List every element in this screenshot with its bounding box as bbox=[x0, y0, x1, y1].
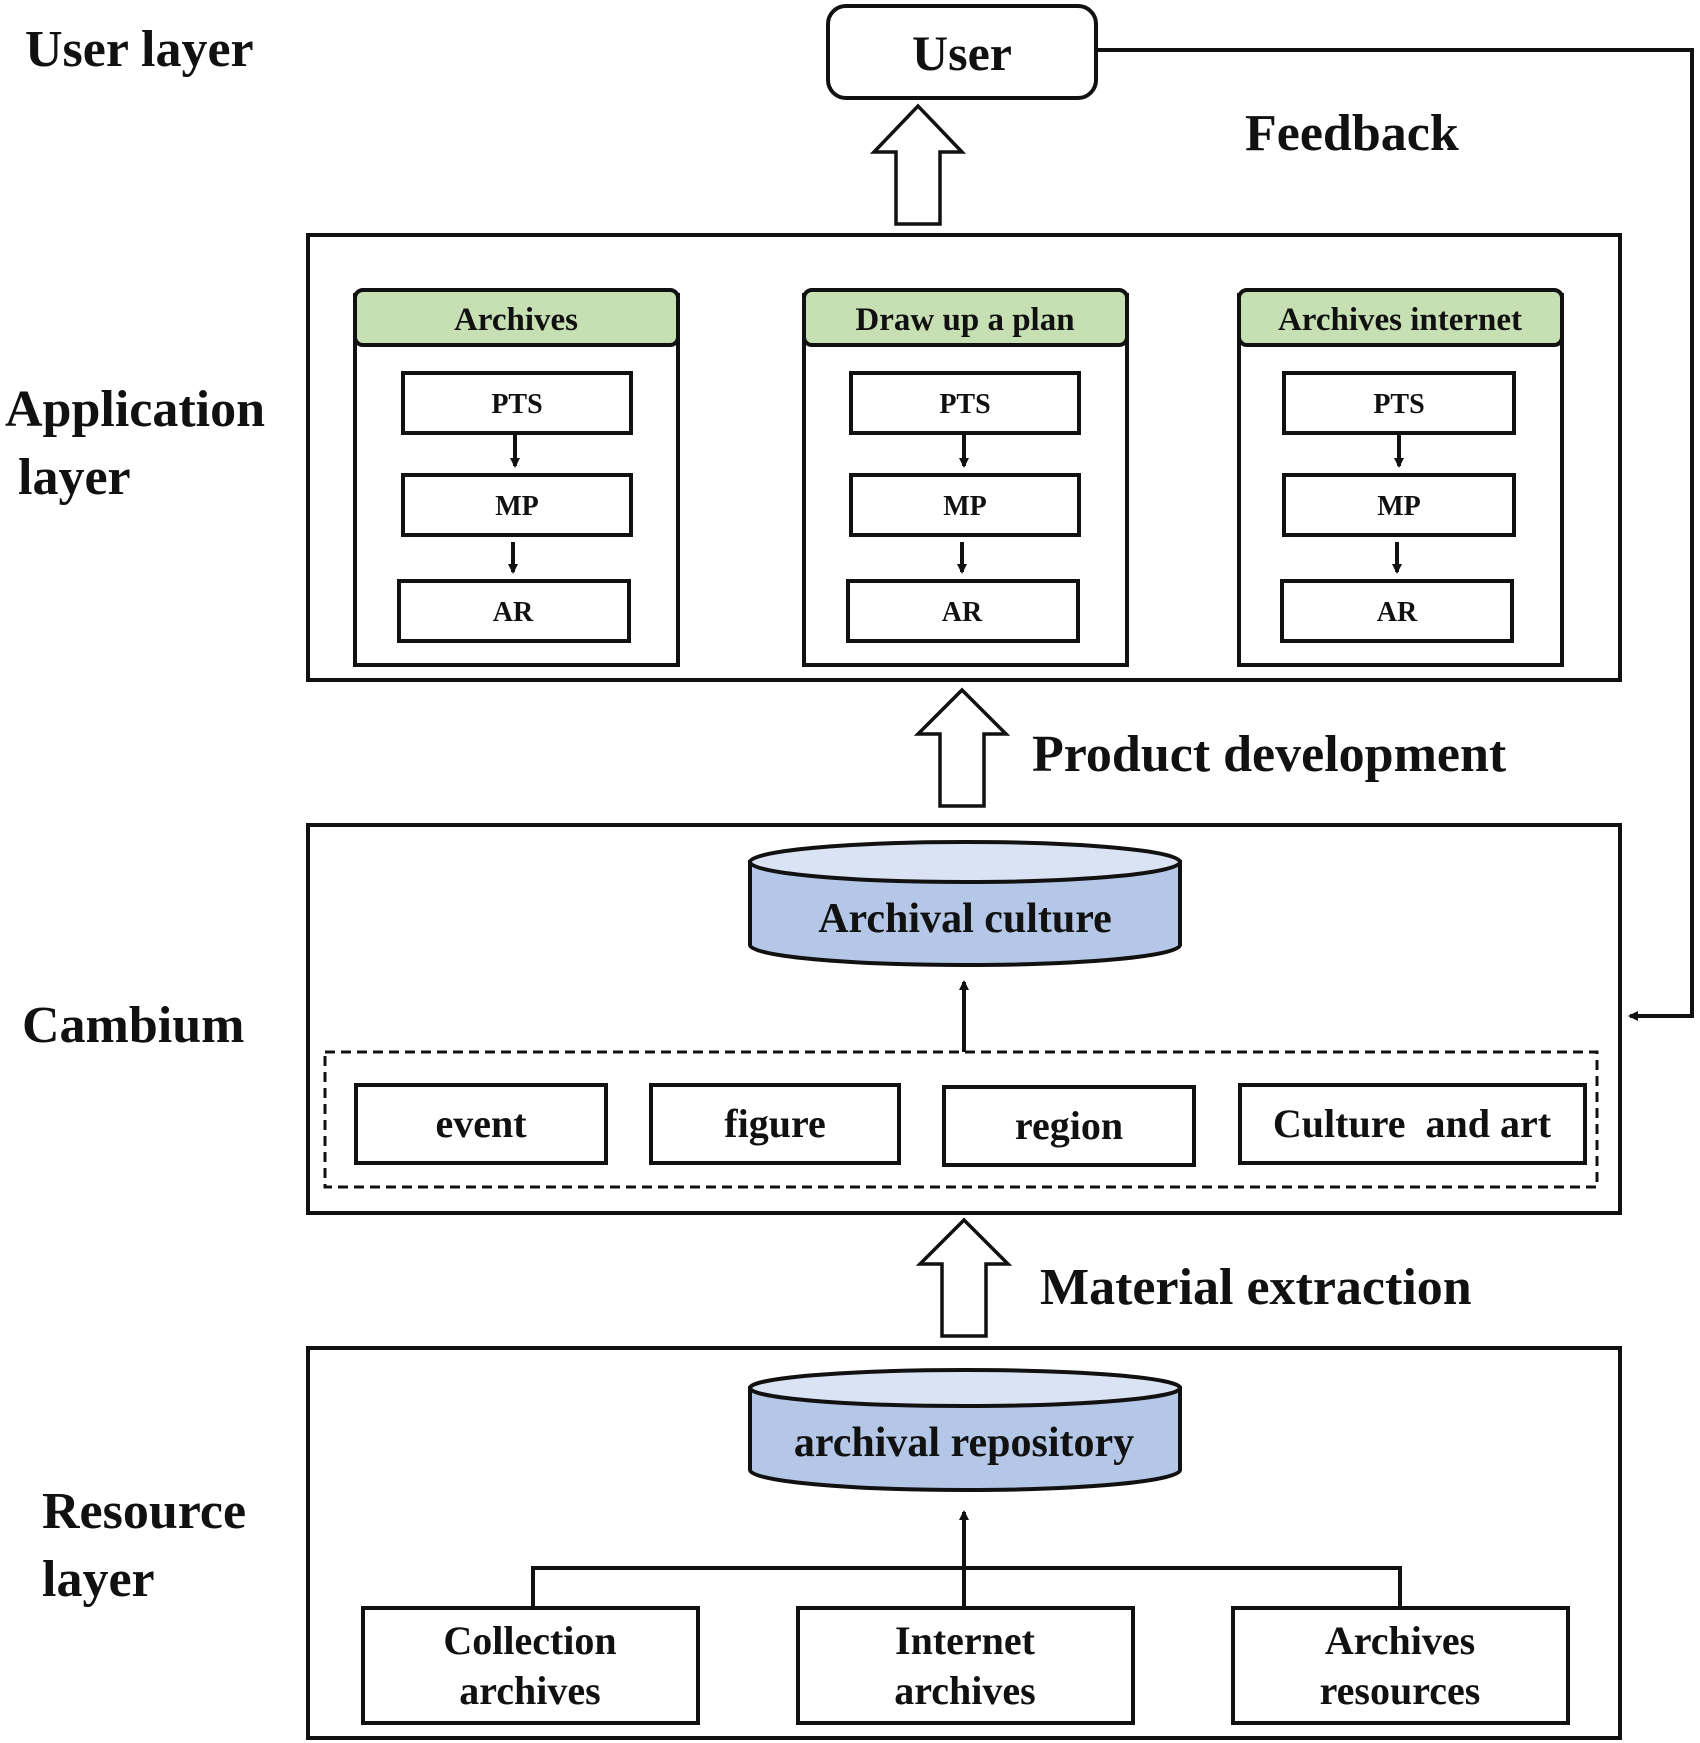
hollow-arrow-material-extraction bbox=[915, 1217, 1013, 1338]
user-layer-label: User layer bbox=[25, 21, 254, 78]
archival-culture-label: Archival culture bbox=[818, 896, 1112, 942]
step-label-pts: PTS bbox=[939, 389, 990, 420]
category-box-culture-and-art bbox=[1238, 1083, 1587, 1165]
step-box-pts bbox=[401, 371, 633, 435]
step-label-ar: AR bbox=[493, 597, 534, 628]
sources-connector-line bbox=[531, 1566, 1402, 1608]
category-box-region bbox=[942, 1085, 1196, 1167]
cambium-layer-label: Cambium bbox=[22, 997, 244, 1054]
category-box-figure bbox=[649, 1083, 901, 1165]
source-box-collection-archives bbox=[361, 1606, 700, 1725]
source-label-internet-line2: archives bbox=[894, 1668, 1035, 1713]
user-box-label: User bbox=[912, 25, 1012, 81]
step-label-pts: PTS bbox=[1373, 389, 1424, 420]
source-box-archives-resources bbox=[1231, 1606, 1570, 1725]
category-label-figure: figure bbox=[724, 1101, 825, 1146]
step-label-ar: AR bbox=[942, 597, 983, 628]
category-label-region: region bbox=[1015, 1103, 1123, 1148]
category-label-event: event bbox=[435, 1101, 527, 1146]
step-box-ar bbox=[1280, 579, 1514, 643]
step-box-mp bbox=[849, 473, 1081, 537]
archival-repository-label: archival repository bbox=[794, 1420, 1134, 1466]
resource-layer-label-line1: Resource bbox=[42, 1483, 246, 1540]
source-label-archives-line2: resources bbox=[1320, 1668, 1481, 1713]
module-header bbox=[353, 288, 680, 347]
step-box-pts bbox=[1282, 371, 1516, 435]
step-box-mp bbox=[401, 473, 633, 537]
archival-repository-database: archival repository bbox=[748, 1368, 1182, 1492]
archival-culture-database: Archival culture bbox=[748, 840, 1182, 967]
source-label-collection-line2: archives bbox=[459, 1668, 600, 1713]
step-box-mp bbox=[1282, 473, 1516, 537]
step-label-mp: MP bbox=[1377, 491, 1421, 522]
hollow-arrow-to-user bbox=[869, 103, 967, 226]
application-module-archives: Archives PTS MP AR bbox=[353, 288, 680, 667]
application-module-archives-internet: Archives internet PTS MP AR bbox=[1237, 288, 1564, 667]
application-layer-label-line2: layer bbox=[18, 449, 131, 506]
category-box-event bbox=[354, 1083, 608, 1165]
module-header-label: Archives internet bbox=[1278, 302, 1522, 338]
category-label-culture-and-art: Culture and art bbox=[1273, 1101, 1552, 1146]
material-extraction-label: Material extraction bbox=[1040, 1259, 1472, 1316]
source-label-archives-line1: Archives bbox=[1325, 1618, 1475, 1663]
module-header-label: Draw up a plan bbox=[855, 302, 1074, 338]
hollow-arrow-product-development bbox=[913, 687, 1011, 808]
module-header bbox=[802, 288, 1129, 347]
step-label-pts: PTS bbox=[491, 389, 542, 420]
source-box-internet-archives bbox=[796, 1606, 1135, 1725]
step-box-pts bbox=[849, 371, 1081, 435]
source-label-internet-line1: Internet bbox=[895, 1618, 1036, 1663]
step-label-ar: AR bbox=[1377, 597, 1418, 628]
feedback-label: Feedback bbox=[1245, 105, 1459, 162]
module-header-label: Archives bbox=[454, 302, 578, 338]
step-label-mp: MP bbox=[943, 491, 987, 522]
product-development-label: Product development bbox=[1032, 726, 1507, 783]
source-label-collection-line1: Collection bbox=[443, 1618, 616, 1663]
application-module-draw-up-a-plan: Draw up a plan PTS MP AR bbox=[802, 288, 1129, 667]
resource-layer-label-line2: layer bbox=[42, 1551, 155, 1608]
feedback-loop-line bbox=[1096, 48, 1694, 1021]
step-box-ar bbox=[846, 579, 1080, 643]
application-layer-label-line1: Application bbox=[5, 381, 265, 438]
step-label-mp: MP bbox=[495, 491, 539, 522]
step-box-ar bbox=[397, 579, 631, 643]
module-header bbox=[1237, 288, 1564, 347]
